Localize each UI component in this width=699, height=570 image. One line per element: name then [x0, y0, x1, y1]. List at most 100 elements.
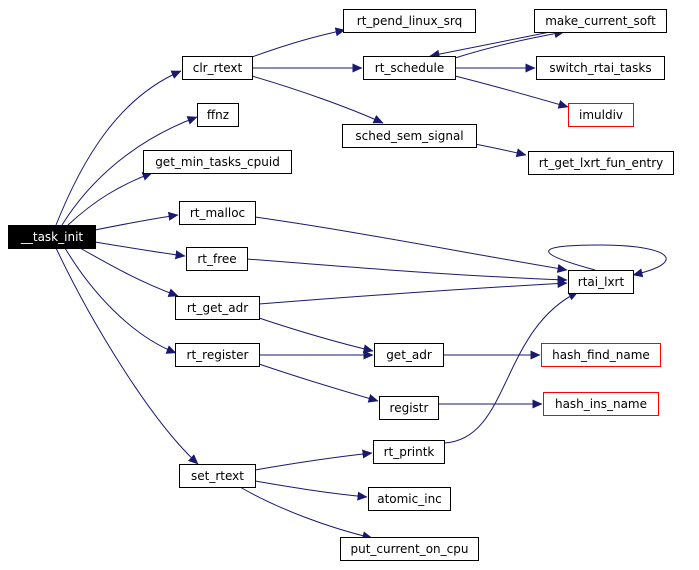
node-get-min-tasks-cpuid[interactable]: get_min_tasks_cpuid	[143, 150, 292, 174]
node-switch-rtai-tasks[interactable]: switch_rtai_tasks	[536, 56, 665, 80]
node-box	[179, 464, 256, 488]
node-label: registr	[390, 401, 429, 415]
node-label: rt_malloc	[190, 206, 245, 220]
node-label: rt_get_lxrt_fun_entry	[539, 156, 664, 170]
node-label: clr_rtext	[193, 61, 243, 75]
edge-task_init-to-get_min_tasks_cpuid	[67, 172, 153, 226]
node-rt-schedule[interactable]: rt_schedule	[363, 56, 456, 80]
edge-rt_free-to-rtai_lxrt	[246, 258, 568, 285]
node-label: rtai_lxrt	[578, 275, 625, 289]
node-make-current-soft[interactable]: make_current_soft	[534, 9, 667, 33]
edge-task_init-to-rt_free	[94, 241, 186, 260]
node-box	[179, 201, 256, 225]
node-label: rt_get_adr	[187, 301, 248, 315]
node-label: rt_printk	[384, 445, 435, 459]
edge-set_rtext-to-rt_printk	[254, 449, 373, 471]
edge-clr_rtext-to-sched_sem_signal	[251, 75, 384, 124]
node-box	[182, 56, 253, 80]
node-ffnz[interactable]: ffnz	[197, 103, 239, 127]
edges-layer	[55, 27, 667, 541]
node-box	[340, 537, 479, 561]
node-box	[197, 103, 239, 127]
edge-rt_schedule-to-imuldiv	[454, 75, 569, 109]
node-box	[568, 270, 634, 294]
edge-rt_get_adr-to-get_adr	[258, 317, 374, 354]
node-box	[528, 151, 674, 175]
edge-task_init-to-rt_malloc	[94, 211, 179, 231]
node-box	[373, 440, 445, 464]
edge-sched_sem_signal-to-rt_get_lxrt_fun_entry	[474, 143, 527, 158]
node-sched-sem-signal[interactable]: sched_sem_signal	[342, 124, 477, 148]
node-rt-get-adr[interactable]: rt_get_adr	[175, 296, 260, 320]
edge-set_rtext-to-put_current_on_cpu	[239, 486, 373, 541]
node-label: hash_ins_name	[555, 397, 647, 411]
node-box	[534, 9, 667, 33]
edge-task_init-to-rt_get_adr	[79, 247, 179, 297]
node-label: __task_init	[20, 230, 84, 244]
node-get-adr[interactable]: get_adr	[374, 343, 444, 367]
node-set-rtext[interactable]: set_rtext	[179, 464, 256, 488]
node-hash-ins-name[interactable]: hash_ins_name	[543, 392, 659, 416]
node-label: rt_register	[187, 348, 249, 362]
node-task-init[interactable]: __task_init	[8, 225, 96, 249]
edge-task_init-to-rt_register	[64, 247, 177, 354]
node-label: get_adr	[386, 348, 432, 362]
edge-task_init-to-clr_rtext	[55, 70, 182, 226]
node-label: get_min_tasks_cpuid	[155, 155, 280, 169]
edge-rt_malloc-to-rtai_lxrt	[254, 216, 568, 273]
node-box	[8, 225, 96, 249]
node-label: atomic_inc	[377, 492, 442, 506]
node-box	[342, 124, 477, 148]
node-rt-printk[interactable]: rt_printk	[373, 440, 445, 464]
node-rt-malloc[interactable]: rt_malloc	[179, 201, 256, 225]
node-box	[543, 392, 659, 416]
node-label: rt_pend_linux_srq	[357, 14, 462, 28]
node-box	[143, 150, 292, 174]
node-put-current-on-cpu[interactable]: put_current_on_cpu	[340, 537, 479, 561]
node-clr-rtext[interactable]: clr_rtext	[182, 56, 253, 80]
node-label: imuldiv	[579, 108, 623, 122]
node-imuldiv[interactable]: imuldiv	[568, 103, 634, 127]
node-rt-get-lxrt-fun-entry[interactable]: rt_get_lxrt_fun_entry	[528, 151, 674, 175]
node-box	[541, 343, 661, 367]
node-label: rt_schedule	[375, 61, 444, 75]
node-box	[343, 9, 476, 33]
node-label: put_current_on_cpu	[351, 542, 469, 556]
edge-rtai_lxrt-to-rtai_lxrt	[548, 244, 667, 278]
node-label: switch_rtai_tasks	[549, 61, 651, 75]
edge-rt_printk-to-rtai_lxrt	[443, 291, 579, 444]
edge-rt_register-to-registr	[258, 363, 379, 403]
node-box	[363, 56, 456, 80]
node-box	[175, 343, 260, 367]
edge-set_rtext-to-atomic_inc	[254, 480, 368, 501]
node-box	[568, 103, 634, 127]
node-rtai-lxrt[interactable]: rtai_lxrt	[568, 270, 634, 294]
node-hash-find-name[interactable]: hash_find_name	[541, 343, 661, 367]
node-rt-pend-linux-srq[interactable]: rt_pend_linux_srq	[343, 9, 476, 33]
node-atomic-inc[interactable]: atomic_inc	[368, 487, 451, 511]
node-label: hash_find_name	[552, 348, 650, 362]
node-rt-register[interactable]: rt_register	[175, 343, 260, 367]
edge-make_current_soft-to-rt_schedule	[429, 31, 551, 59]
node-registr[interactable]: registr	[379, 396, 439, 420]
node-label: make_current_soft	[545, 14, 656, 28]
node-box	[374, 343, 444, 367]
node-box	[186, 247, 248, 271]
edge-task_init-to-set_rtext	[55, 247, 199, 465]
node-box	[368, 487, 451, 511]
node-box	[379, 396, 439, 420]
node-box	[175, 296, 260, 320]
edge-task_init-to-ffnz	[61, 116, 198, 226]
node-rt-free[interactable]: rt_free	[186, 247, 248, 271]
node-label: sched_sem_signal	[355, 129, 463, 143]
edge-rt_schedule-to-make_current_soft	[454, 29, 565, 59]
edge-rt_get_adr-to-rtai_lxrt	[258, 279, 568, 305]
node-box	[536, 56, 665, 80]
edge-clr_rtext-to-rt_pend_linux_srq	[251, 27, 346, 58]
node-label: set_rtext	[191, 469, 244, 483]
node-label: rt_free	[197, 252, 236, 266]
node-label: ffnz	[207, 108, 229, 122]
